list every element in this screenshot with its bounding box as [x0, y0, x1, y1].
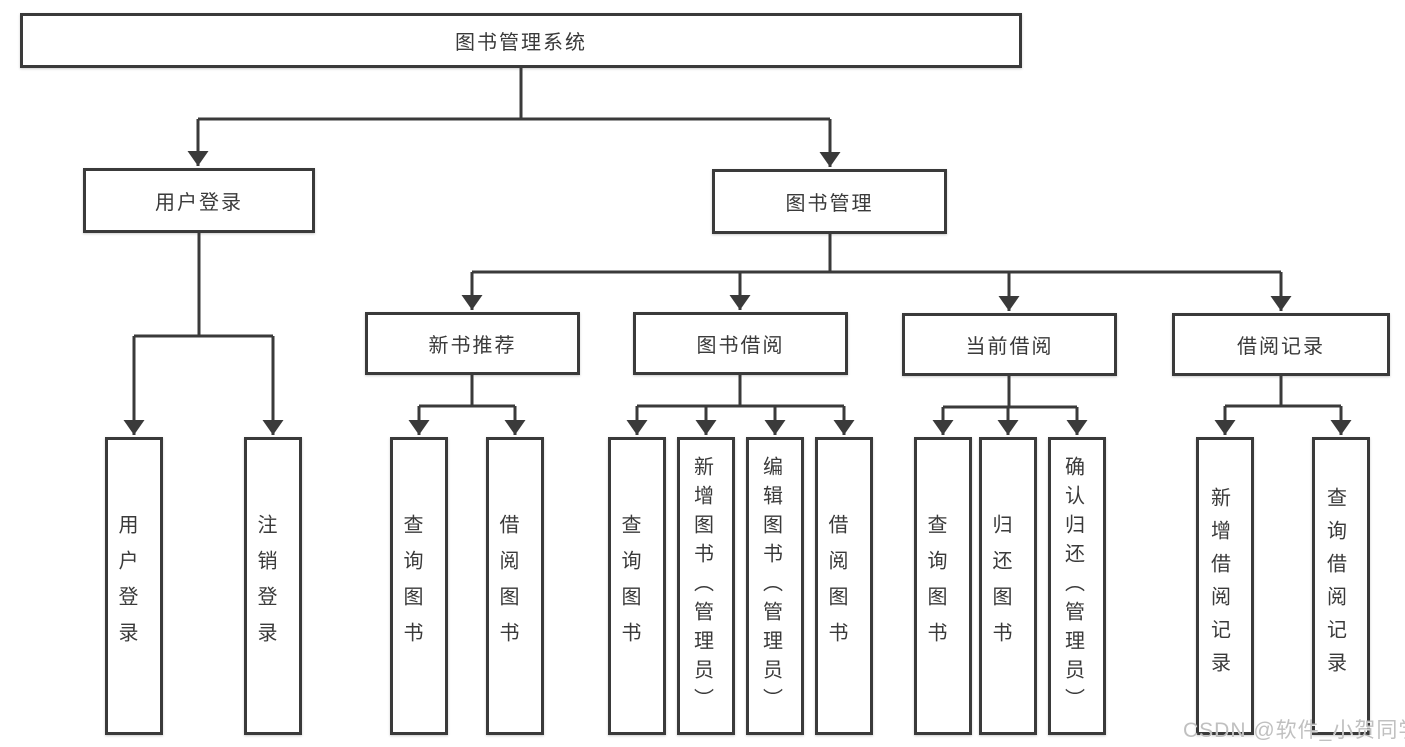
leaf-label: 查询借阅记录 [1323, 487, 1346, 685]
leaf-label: 借阅图书 [496, 514, 518, 658]
leaf-label: 编辑图书（管理员） [759, 455, 782, 717]
node-borrowing-records: 借阅记录 [1172, 313, 1390, 376]
node-label: 借阅记录 [1237, 336, 1325, 358]
node-label: 图书借阅 [696, 335, 785, 357]
leaf-label: 用户登录 [115, 514, 137, 658]
leaf-query-books-current: 查询图书 [914, 437, 972, 735]
node-label: 新书推荐 [428, 335, 517, 357]
node-book-borrowing: 图书借阅 [633, 312, 848, 375]
node-book-management: 图书管理 [712, 169, 947, 234]
node-label: 图书管理系统 [455, 32, 587, 54]
leaf-edit-book-admin: 编辑图书（管理员） [746, 437, 804, 735]
leaf-label: 新增图书（管理员） [690, 455, 713, 717]
node-current-borrowing: 当前借阅 [902, 313, 1117, 376]
leaf-label: 归还图书 [989, 514, 1011, 658]
leaf-label: 确认归还（管理员） [1061, 455, 1084, 717]
leaf-query-books-recommend: 查询图书 [390, 437, 448, 735]
leaf-query-borrow-record: 查询借阅记录 [1312, 437, 1370, 735]
leaf-borrow-books: 借阅图书 [815, 437, 873, 735]
node-user-login: 用户登录 [83, 168, 315, 233]
leaf-user-login: 用户登录 [105, 437, 163, 735]
leaf-label: 查询图书 [400, 514, 422, 658]
leaf-borrow-books-recommend: 借阅图书 [486, 437, 544, 735]
leaf-label: 借阅图书 [825, 514, 847, 658]
node-library-management-system: 图书管理系统 [20, 13, 1022, 68]
leaf-label: 注销登录 [254, 514, 276, 658]
watermark: CSDN @软件_小贺同学 [1183, 719, 1405, 742]
leaf-label: 查询图书 [618, 514, 640, 658]
node-label: 用户登录 [155, 192, 243, 214]
leaf-add-book-admin: 新增图书（管理员） [677, 437, 735, 735]
node-label: 当前借阅 [965, 336, 1054, 358]
node-label: 图书管理 [785, 193, 874, 215]
leaf-query-books-borrowing: 查询图书 [608, 437, 666, 735]
leaf-label: 查询图书 [924, 514, 946, 658]
leaf-return-books: 归还图书 [979, 437, 1037, 735]
leaf-add-borrow-record: 新增借阅记录 [1196, 437, 1254, 735]
leaf-logout: 注销登录 [244, 437, 302, 735]
leaf-label: 新增借阅记录 [1207, 487, 1230, 685]
node-new-book-recommendation: 新书推荐 [365, 312, 580, 375]
leaf-confirm-return-admin: 确认归还（管理员） [1048, 437, 1106, 735]
